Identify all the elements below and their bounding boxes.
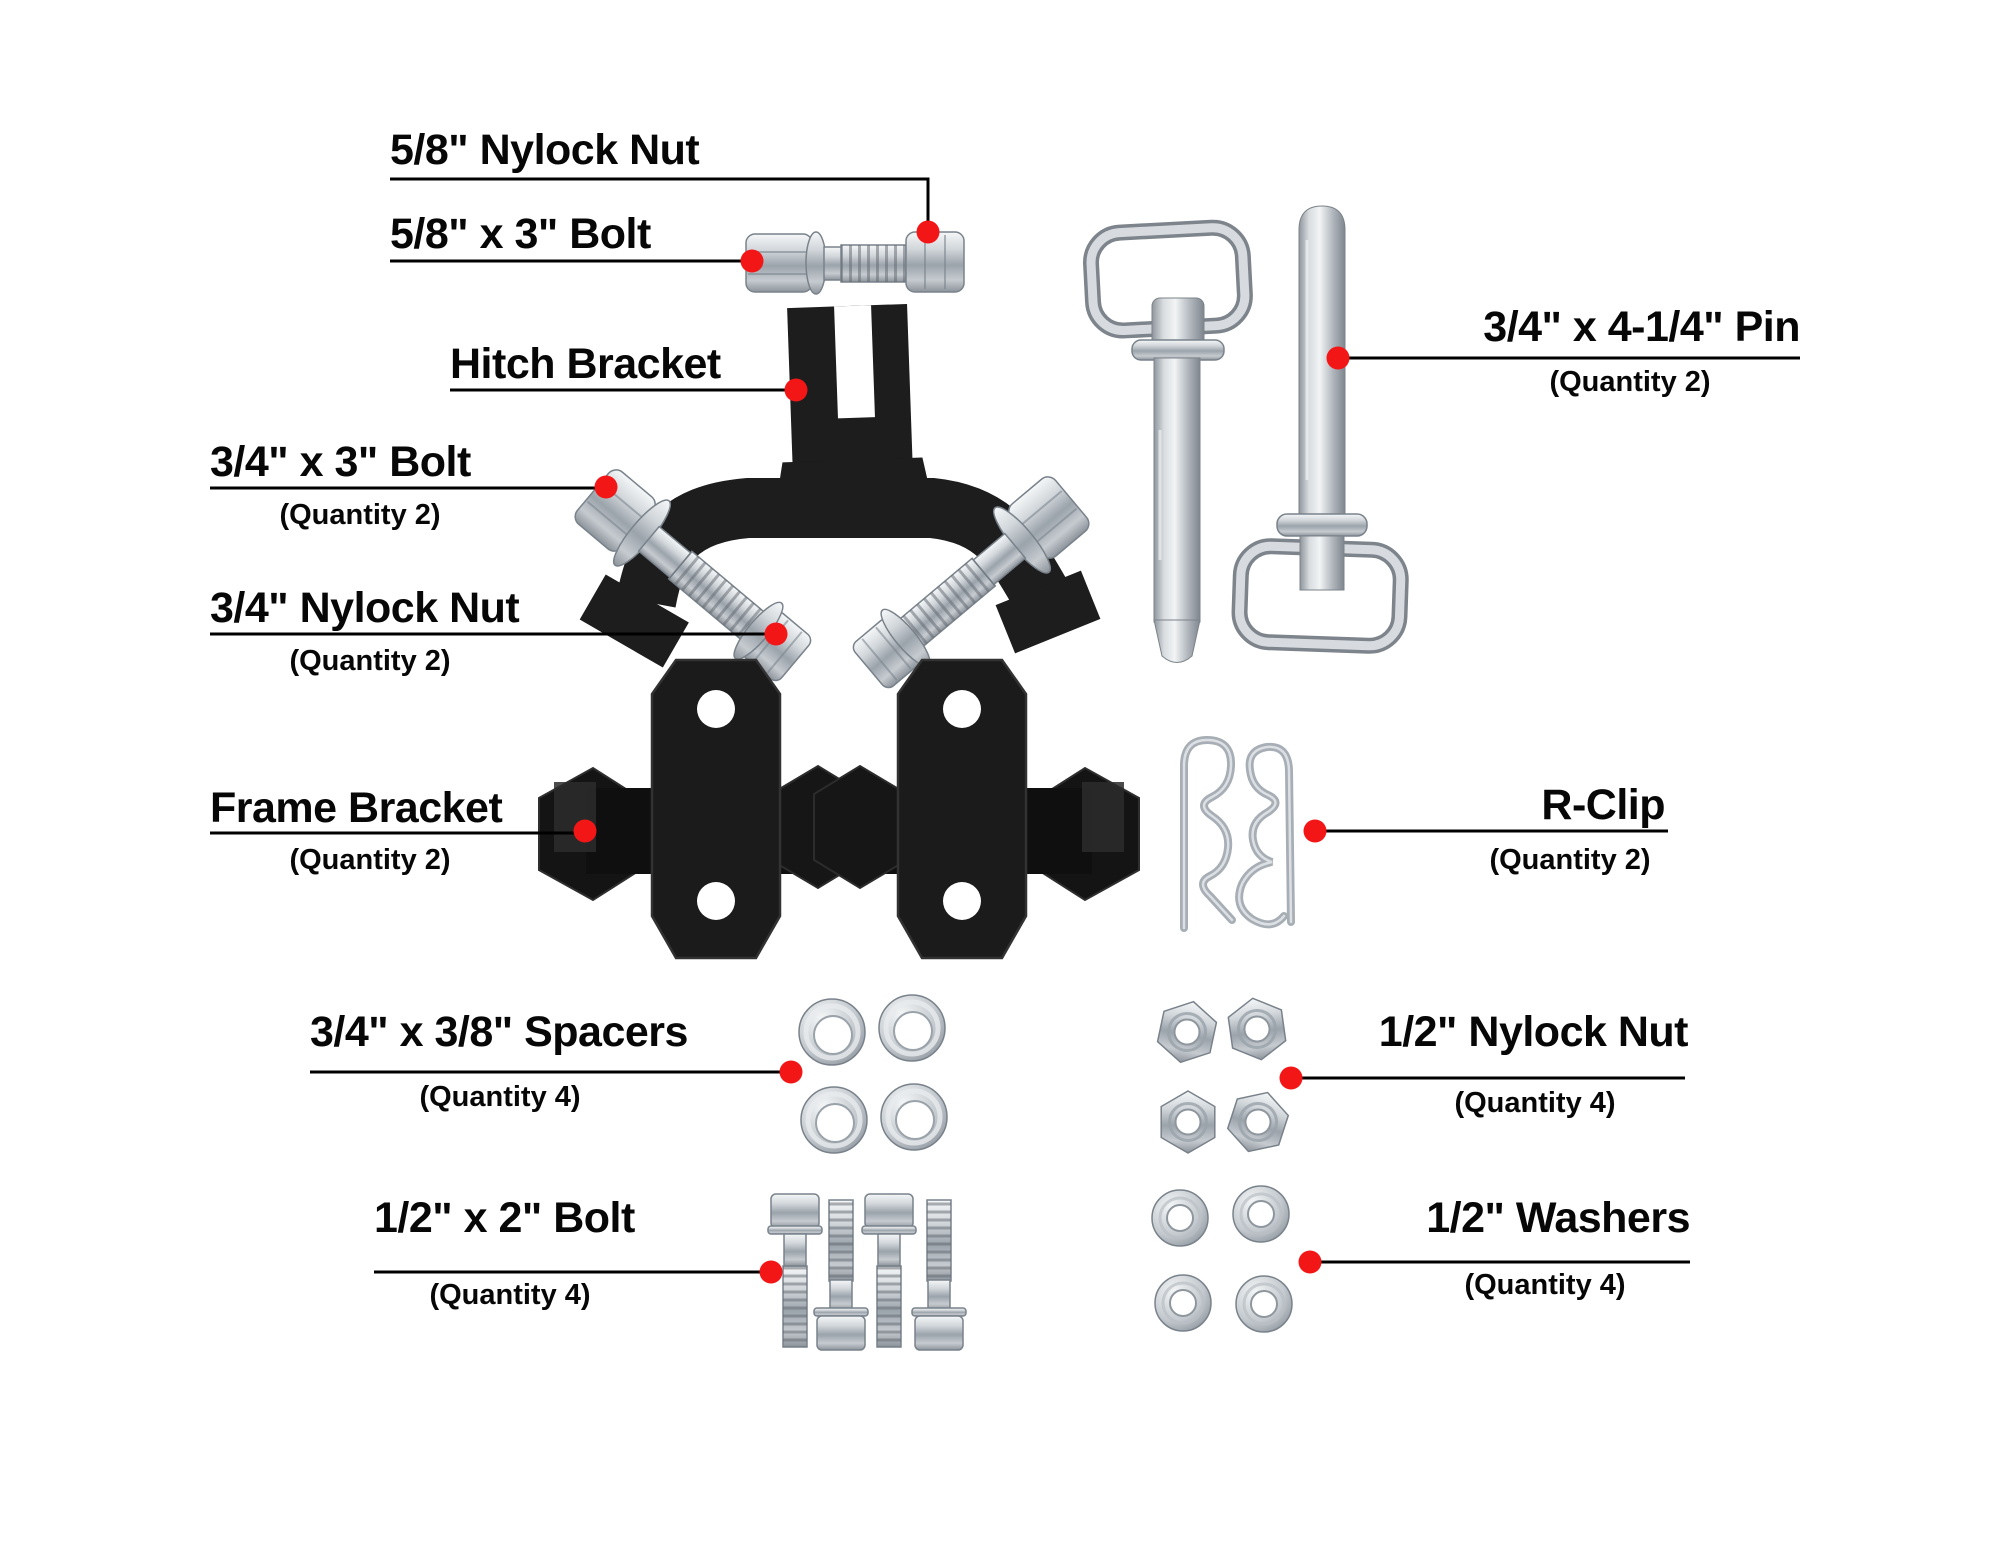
label-bolt-12x2: 1/2" x 2" Bolt: [374, 1194, 635, 1242]
label-frame-bracket-qty: (Quantity 2): [289, 844, 451, 876]
callout-dots: [573, 220, 1350, 1284]
bolt-1-2x2-parts: [767, 1193, 967, 1351]
callout-dot-hitch-bracket: [784, 378, 808, 402]
spacer-parts: [798, 994, 948, 1154]
callout-lines: [210, 177, 1800, 1274]
label-nylock-nut-12-qty: (Quantity 4): [1454, 1087, 1616, 1119]
frame-bracket-part-2: [812, 658, 1141, 960]
callout-dot-washers: [1298, 1250, 1322, 1274]
hitch-bracket-part: [564, 303, 1101, 702]
label-nylock-nut-34-qty: (Quantity 2): [289, 645, 451, 677]
label-pin-qty: (Quantity 2): [1549, 366, 1711, 398]
callout-dot-bolt-12x2: [759, 1260, 783, 1284]
label-r-clip: R-Clip: [1541, 781, 1665, 829]
callout-dot-bolt-34x3: [594, 475, 618, 499]
label-pin: 3/4" x 4-1/4" Pin: [1483, 303, 1800, 351]
label-washers-12-qty: (Quantity 4): [1464, 1269, 1626, 1301]
label-spacers: 3/4" x 3/8" Spacers: [310, 1008, 688, 1056]
callout-dot-nylock-34: [764, 622, 788, 646]
callout-dot-spacers: [779, 1060, 803, 1084]
label-nylock-nut-58: 5/8" Nylock Nut: [390, 126, 700, 174]
hitch-pin-inverted: [1231, 205, 1409, 654]
label-nylock-nut-12: 1/2" Nylock Nut: [1378, 1008, 1689, 1056]
label-spacers-qty: (Quantity 4): [419, 1081, 581, 1113]
label-bolt-34x3-qty: (Quantity 2): [279, 499, 441, 531]
label-nylock-nut-34: 3/4" Nylock Nut: [210, 584, 520, 632]
callout-dot-nylock-12: [1279, 1066, 1303, 1090]
label-bolt-12x2-qty: (Quantity 4): [429, 1279, 591, 1311]
label-frame-bracket: Frame Bracket: [210, 784, 503, 832]
label-bolt-34x3: 3/4" x 3" Bolt: [210, 438, 471, 486]
r-clip-part-2: [1235, 742, 1295, 929]
callout-dot-bolt-58x3: [740, 249, 764, 273]
bolt-5-8x3-part: [745, 231, 965, 295]
label-washers-12: 1/2" Washers: [1426, 1194, 1690, 1242]
nylock-nut-1-2-parts: [1156, 997, 1290, 1154]
r-clip-part: [1180, 735, 1236, 932]
label-hitch-bracket: Hitch Bracket: [450, 340, 721, 388]
callout-dot-pin: [1326, 346, 1350, 370]
washer-1-2-parts: [1151, 1185, 1293, 1333]
label-bolt-58x3: 5/8" x 3" Bolt: [390, 210, 651, 258]
callout-dot-r-clip: [1303, 819, 1327, 843]
hitch-pin-upright: [1083, 219, 1253, 663]
callout-dot-nylock-58: [916, 220, 940, 244]
label-r-clip-qty: (Quantity 2): [1489, 844, 1651, 876]
callout-dot-frame-bracket: [573, 819, 597, 843]
